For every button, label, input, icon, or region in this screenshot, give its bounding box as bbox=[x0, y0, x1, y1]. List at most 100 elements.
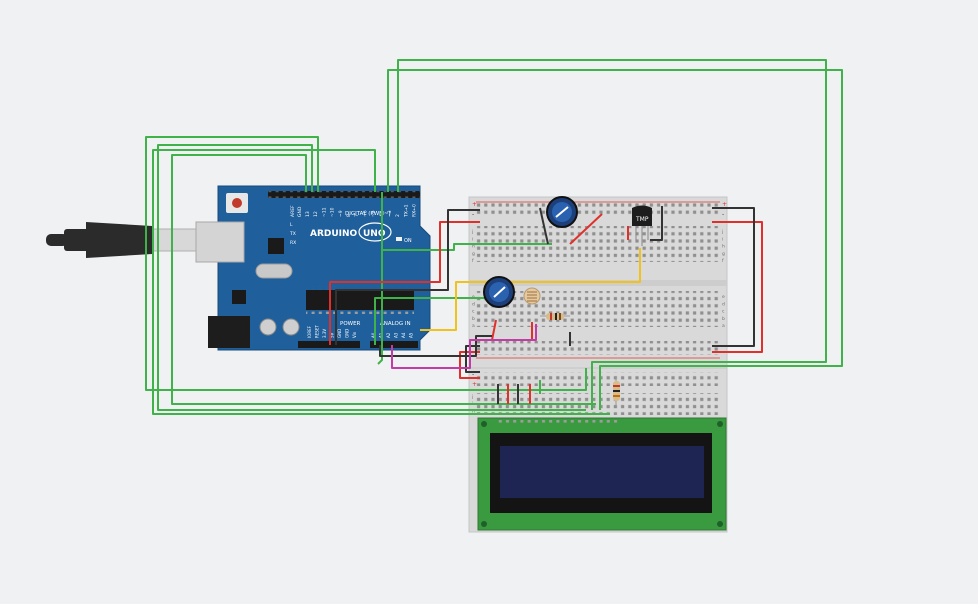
top-row-letter-left: c bbox=[472, 310, 475, 315]
tmp-body bbox=[632, 208, 652, 226]
digital-header-pins bbox=[268, 191, 420, 198]
digital-pin-label: ~10 bbox=[330, 207, 336, 217]
lcd-mount-hole-tl bbox=[481, 421, 487, 427]
resistor-horizontal[interactable] bbox=[540, 313, 570, 320]
wire-black-gnd[interactable] bbox=[335, 209, 480, 345]
wire-green-4[interactable] bbox=[152, 149, 610, 415]
top-rail-plus-sign: + bbox=[472, 201, 477, 208]
analog-pin-label: A5 bbox=[409, 332, 414, 338]
top-rail-minus-sign-right: - bbox=[722, 211, 724, 218]
wire-green-7[interactable] bbox=[377, 192, 383, 365]
top-power-rail-lower[interactable] bbox=[476, 341, 720, 355]
top-rail-plus-sign-right: + bbox=[722, 201, 727, 208]
wire-black-pot[interactable] bbox=[539, 207, 549, 245]
usb-strain-relief bbox=[64, 229, 90, 251]
analog-header[interactable] bbox=[370, 341, 418, 348]
bottom-power-rail-upper[interactable] bbox=[476, 372, 720, 386]
top-row-letter-right: f bbox=[722, 258, 724, 264]
top-row-letter-right: b bbox=[722, 316, 725, 322]
resistor-h-band1 bbox=[550, 313, 552, 320]
usb-b-port bbox=[195, 221, 245, 263]
aref-label: AREF bbox=[290, 205, 296, 217]
arduino-uno-board[interactable]: ARDUINO UNO DIGITAL (PWM~) POWER ANALOG … bbox=[195, 185, 431, 351]
wire-yellow-tmp[interactable] bbox=[420, 248, 641, 331]
power-jack bbox=[208, 316, 250, 348]
top-power-rail-upper[interactable] bbox=[476, 203, 720, 217]
lcd-screen bbox=[500, 446, 704, 498]
wire-green-2[interactable] bbox=[157, 144, 586, 411]
wire-black-tmp[interactable] bbox=[650, 206, 663, 241]
ldr-pattern bbox=[527, 291, 537, 302]
lcd-mount-hole-tr bbox=[717, 421, 723, 427]
digital-pin-label: ~3 bbox=[387, 210, 393, 217]
power-header-label: POWER bbox=[340, 321, 361, 327]
top-row-letter-right: e bbox=[722, 295, 725, 300]
wire-red-pot[interactable] bbox=[569, 213, 603, 245]
digital-pin-label: ~9 bbox=[338, 210, 344, 217]
top-row-letter-right: j bbox=[721, 229, 723, 235]
bottom-row-letter-left: h bbox=[472, 408, 475, 414]
digital-pin-label: ~11 bbox=[321, 207, 327, 217]
digital-pin-label: 8 bbox=[346, 214, 352, 217]
photoresistor[interactable] bbox=[523, 287, 541, 305]
arduino-model-label: UNO bbox=[363, 229, 386, 239]
digital-pin-label: 13 bbox=[305, 211, 311, 217]
digital-pin-label: 2 bbox=[395, 214, 401, 217]
wire-green-6[interactable] bbox=[397, 59, 827, 410]
lcd-pin-header[interactable] bbox=[498, 420, 618, 426]
wire-green-3[interactable] bbox=[171, 154, 596, 405]
gnd-label: GND bbox=[297, 206, 303, 217]
resistor-h-band2 bbox=[555, 313, 557, 320]
top-row-letter-right: c bbox=[722, 310, 725, 315]
lcd-mount-hole-br bbox=[717, 521, 723, 527]
tmp-label: TMP bbox=[635, 216, 649, 223]
top-terminal-strip-lower[interactable] bbox=[476, 291, 720, 327]
top-row-letter-right: h bbox=[722, 244, 725, 250]
wire-magenta-ldr[interactable] bbox=[391, 324, 537, 369]
digital-pin-label: ~6 bbox=[362, 210, 368, 217]
top-row-letter-left: h bbox=[472, 244, 475, 250]
potentiometer-top[interactable] bbox=[546, 196, 578, 228]
resistor-vertical[interactable] bbox=[613, 376, 620, 406]
wire-green-pot-mid[interactable] bbox=[374, 297, 494, 345]
top-row-letter-left: d bbox=[472, 301, 475, 307]
usb-cable-end bbox=[46, 234, 68, 246]
digital-pin-label: ~5 bbox=[371, 210, 377, 217]
uno-badge bbox=[358, 222, 392, 242]
wire-black-rail-left[interactable] bbox=[465, 345, 480, 373]
wire-red-rail-right[interactable] bbox=[712, 221, 763, 353]
bottom-rail-plus-sign: + bbox=[472, 381, 477, 388]
resistor-h-band3 bbox=[559, 313, 561, 320]
power-pin-label: GND bbox=[345, 329, 350, 338]
bottom-rail-minus-sign: - bbox=[472, 371, 474, 378]
bottom-row-letter-left: j bbox=[471, 394, 473, 400]
digital-pin-label: 12 bbox=[313, 211, 319, 217]
capacitor-2 bbox=[282, 318, 300, 336]
resistor-v-band2 bbox=[613, 390, 620, 392]
analog-header-label: ANALOG IN bbox=[380, 321, 411, 327]
analog-pin-label: A3 bbox=[394, 332, 399, 338]
top-row-letter-right: d bbox=[722, 301, 725, 307]
wire-green-pot-top[interactable] bbox=[382, 243, 552, 251]
arduino-brand-label: ARDUINO bbox=[310, 229, 358, 239]
usb-cable[interactable] bbox=[46, 222, 197, 258]
wires[interactable] bbox=[145, 59, 843, 415]
crystal-oscillator bbox=[255, 263, 293, 279]
wire-red-5v[interactable] bbox=[329, 221, 480, 345]
analog-pin-label: A2 bbox=[386, 332, 391, 338]
temperature-sensor[interactable]: TMP bbox=[632, 205, 652, 247]
wire-green-1[interactable] bbox=[145, 136, 587, 391]
power-pin-label: IOREF bbox=[307, 325, 312, 338]
wire-black-a1[interactable] bbox=[379, 335, 492, 357]
potentiometer-mid[interactable] bbox=[483, 276, 515, 308]
wire-black-rail-right[interactable] bbox=[712, 207, 755, 347]
lcd-16x2[interactable] bbox=[477, 417, 727, 531]
wire-red-pot2[interactable] bbox=[491, 319, 497, 341]
reset-button[interactable] bbox=[232, 198, 242, 208]
wire-green-5[interactable] bbox=[387, 69, 843, 410]
